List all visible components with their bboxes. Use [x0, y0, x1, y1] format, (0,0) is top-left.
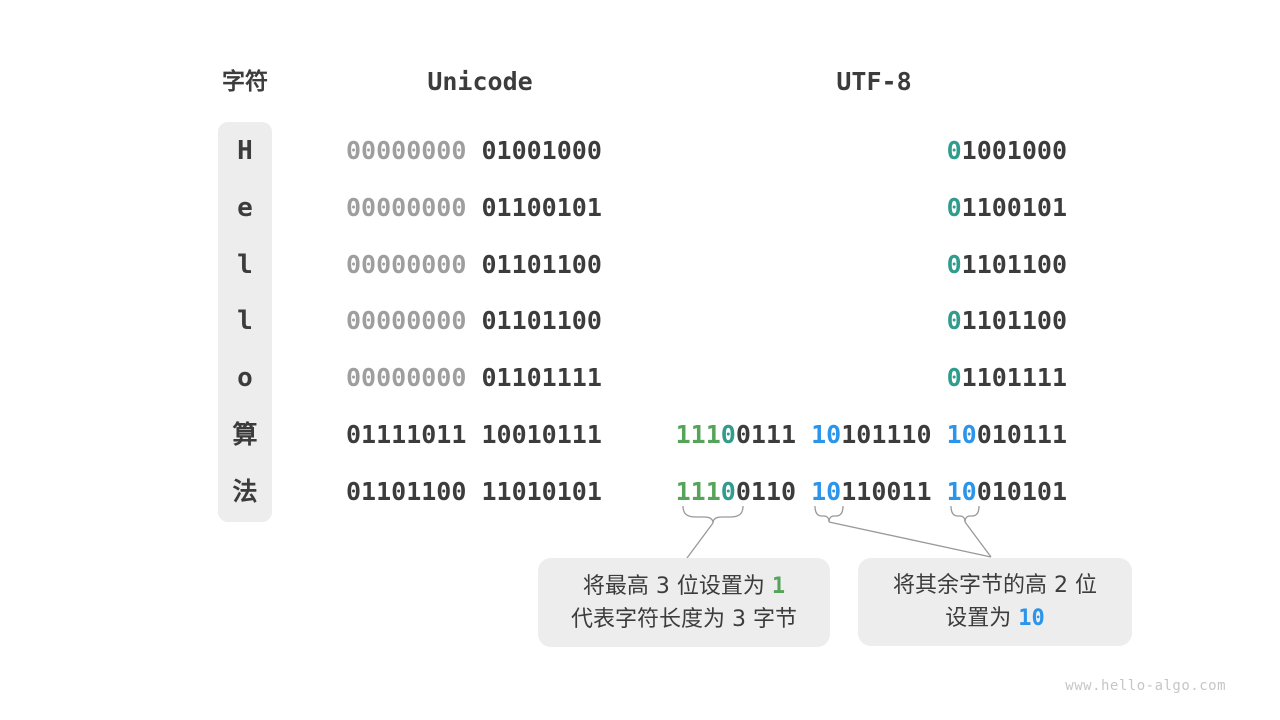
bit-segment: 00000000 [346, 363, 467, 392]
callout-continuation-bits: 将其余字节的高 2 位 设置为 10 [858, 558, 1132, 646]
bit-segment: 1101100 [961, 306, 1067, 335]
utf8-cell: 01100101 [947, 192, 1067, 224]
bit-segment: 01101100 11010101 [346, 477, 602, 506]
connector-line-right-b [964, 521, 992, 558]
bit-segment: 0 [946, 306, 962, 335]
char-cell: l [237, 306, 253, 336]
bit-segment: 10 [946, 420, 977, 449]
bit-segment: 01100101 [466, 193, 602, 222]
bit-segment: 101110 [841, 420, 947, 449]
utf8-cell: 01101111 [947, 362, 1067, 394]
unicode-cell: 00000000 01101100 [346, 249, 602, 281]
unicode-cell: 00000000 01101100 [346, 305, 602, 337]
char-cell: e [237, 193, 253, 223]
bit-segment: 00000000 [346, 250, 467, 279]
bit-segment: 10 [1018, 606, 1045, 631]
utf8-cell: 01101100 [947, 249, 1067, 281]
connector-line-right-a [828, 521, 992, 558]
underbrace-byte2 [814, 505, 844, 523]
bit-segment: 010111 [976, 420, 1067, 449]
bit-segment: 0 [720, 477, 736, 506]
char-cell: o [237, 363, 253, 393]
bit-segment: 0 [946, 363, 962, 392]
unicode-cell: 00000000 01001000 [346, 135, 602, 167]
bit-segment: 1001000 [961, 136, 1067, 165]
char-column-header: 字符 [222, 69, 268, 95]
connector-line-left [686, 522, 714, 559]
callout-right-line1: 将其余字节的高 2 位 [893, 569, 1097, 602]
bit-segment: 1100101 [961, 193, 1067, 222]
utf8-cell: 11100110 10110011 10010101 [676, 476, 1067, 508]
char-column-background [218, 122, 272, 522]
underbrace-byte1 [682, 505, 744, 524]
bit-segment: 将最高 3 位设置为 [582, 573, 772, 599]
unicode-cell: 00000000 01100101 [346, 192, 602, 224]
bit-segment: 010101 [976, 477, 1067, 506]
bit-segment: 0 [720, 420, 736, 449]
unicode-column-header: Unicode [427, 67, 533, 96]
bit-segment: 10 [811, 420, 842, 449]
bit-segment: 1101100 [961, 250, 1067, 279]
callout-leading-bits: 将最高 3 位设置为 1 代表字符长度为 3 字节 [538, 558, 830, 647]
bit-segment: 10 [946, 477, 977, 506]
bit-segment: 代表字符长度为 3 字节 [571, 606, 797, 632]
utf8-cell: 01101100 [947, 305, 1067, 337]
utf8-column-header: UTF-8 [836, 67, 912, 96]
callout-right-line2: 设置为 10 [945, 602, 1045, 635]
bit-segment: 00000000 [346, 193, 467, 222]
char-cell: 算 [232, 420, 258, 449]
bit-segment: 0110 [735, 477, 812, 506]
bit-segment: 0111 [735, 420, 812, 449]
bit-segment: 00000000 [346, 136, 467, 165]
bit-segment: 0 [946, 250, 962, 279]
bit-segment: 0 [946, 136, 962, 165]
utf8-cell: 11100111 10101110 10010111 [676, 419, 1067, 451]
bit-segment: 01101111 [466, 363, 602, 392]
bit-segment: 01111011 10010111 [346, 420, 602, 449]
char-cell: l [237, 250, 253, 280]
bit-segment: 设置为 [945, 606, 1019, 631]
callout-left-line1: 将最高 3 位设置为 1 [583, 570, 785, 603]
underbrace-byte3 [950, 505, 980, 523]
unicode-cell: 00000000 01101111 [346, 362, 602, 394]
unicode-cell: 01101100 11010101 [346, 476, 602, 508]
bit-segment: 00000000 [346, 306, 467, 335]
bit-segment: 将其余字节的高 2 位 [893, 573, 1097, 598]
utf8-cell: 01001000 [947, 135, 1067, 167]
char-cell: 法 [232, 477, 258, 506]
bit-segment: 1101111 [961, 363, 1067, 392]
bit-segment: 01101100 [466, 306, 602, 335]
bit-segment: 01101100 [466, 250, 602, 279]
unicode-cell: 01111011 10010111 [346, 419, 602, 451]
bit-segment: 1 [771, 573, 786, 599]
bit-segment: 0 [946, 193, 962, 222]
bit-segment: 110011 [841, 477, 947, 506]
bit-segment: 01001000 [466, 136, 602, 165]
bit-segment: 10 [811, 477, 842, 506]
callout-left-line2: 代表字符长度为 3 字节 [571, 603, 797, 636]
watermark: www.hello-algo.com [1065, 678, 1226, 694]
bit-segment: 111 [675, 420, 721, 449]
bit-segment: 111 [675, 477, 721, 506]
char-cell: H [237, 136, 253, 166]
